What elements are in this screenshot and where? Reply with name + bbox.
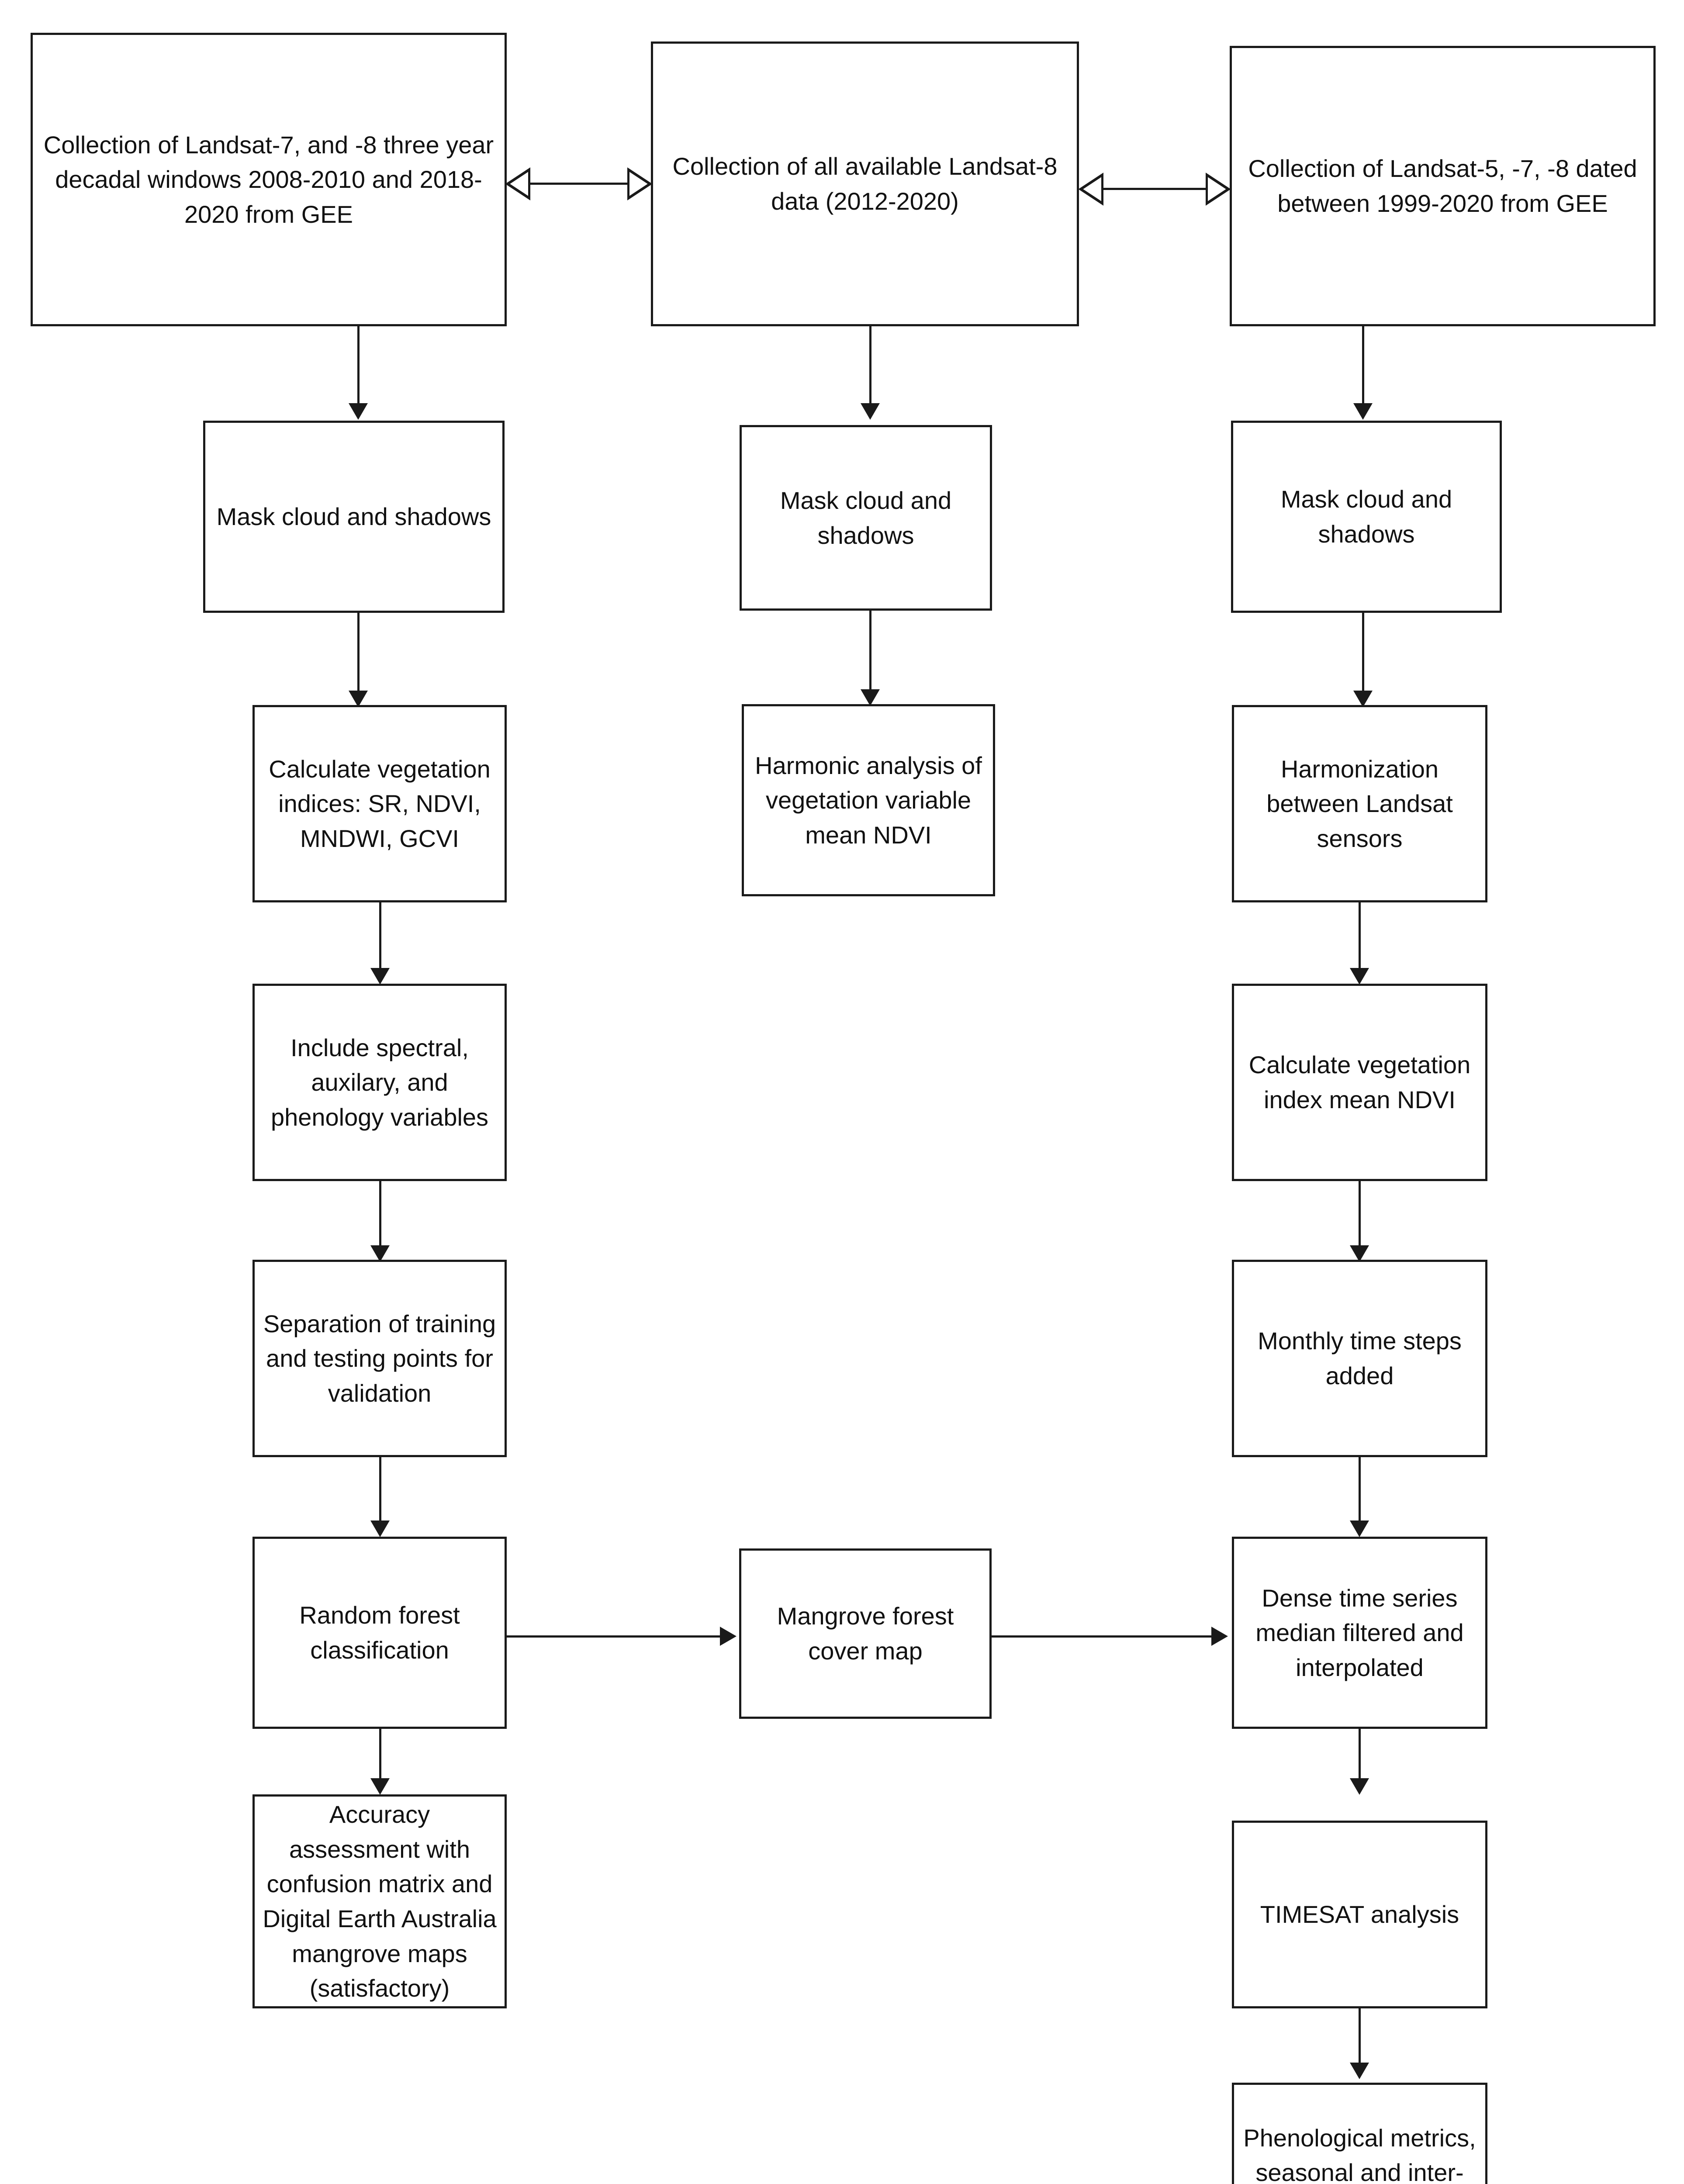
edge-variables-to-separation-head xyxy=(370,1245,390,1262)
edge-midcoll-to-midmask-line xyxy=(869,326,871,405)
edge-middle-to-right-head xyxy=(1206,172,1230,206)
edge-rightcoll-to-rightmask-head xyxy=(1353,403,1373,420)
edge-right-to-middle-head xyxy=(1079,172,1103,206)
node-left-random-forest[interactable]: Random forest classification xyxy=(252,1537,507,1729)
edge-leftmask-to-indices-line xyxy=(357,613,360,692)
edge-randomforest-to-accuracy-head xyxy=(370,1778,390,1795)
node-right-monthly[interactable]: Monthly time steps added xyxy=(1232,1260,1487,1457)
edge-middle-to-left-line xyxy=(524,183,634,185)
node-right-dense-series[interactable]: Dense time series median filtered and in… xyxy=(1232,1537,1487,1729)
edge-midmask-to-harmonic-head xyxy=(861,689,880,706)
node-left-separation-label: Separation of training and testing point… xyxy=(263,1310,496,1407)
edge-separation-to-randomforest-head xyxy=(370,1521,390,1537)
node-right-phenological-label: Phenological metrics, seasonal and inter… xyxy=(1243,2124,1476,2184)
node-right-timesat[interactable]: TIMESAT analysis xyxy=(1232,1821,1487,2008)
node-right-monthly-label: Monthly time steps added xyxy=(1258,1327,1462,1389)
node-left-mask[interactable]: Mask cloud and shadows xyxy=(203,421,505,613)
node-left-indices-label: Calculate vegetation indices: SR, NDVI, … xyxy=(269,755,491,852)
edge-separation-to-randomforest-line xyxy=(379,1457,381,1523)
node-left-collection[interactable]: Collection of Landsat-7, and -8 three ye… xyxy=(31,33,507,326)
node-left-indices[interactable]: Calculate vegetation indices: SR, NDVI, … xyxy=(252,705,507,902)
edge-randomforest-to-covermap-line xyxy=(507,1635,721,1638)
node-middle-harmonic-label: Harmonic analysis of vegetation variable… xyxy=(755,751,982,849)
node-right-index-ndvi[interactable]: Calculate vegetation index mean NDVI xyxy=(1232,984,1487,1181)
edge-indexndvi-to-monthly-line xyxy=(1359,1181,1361,1248)
node-left-separation[interactable]: Separation of training and testing point… xyxy=(252,1260,507,1457)
edge-leftcoll-to-leftmask-head xyxy=(349,403,368,420)
edge-covermap-to-dense-line xyxy=(992,1635,1212,1638)
edge-left-to-middle-head xyxy=(627,167,652,201)
node-right-mask[interactable]: Mask cloud and shadows xyxy=(1231,421,1502,613)
node-right-index-ndvi-label: Calculate vegetation index mean NDVI xyxy=(1248,1051,1471,1113)
node-right-phenological[interactable]: Phenological metrics, seasonal and inter… xyxy=(1232,2083,1487,2184)
edge-dense-to-timesat-line xyxy=(1359,1729,1361,1780)
edge-right-to-middle-line xyxy=(1097,188,1212,190)
node-right-dense-series-label: Dense time series median filtered and in… xyxy=(1255,1584,1464,1681)
edge-middle-to-left-head xyxy=(506,167,530,201)
edge-randomforest-to-covermap-head xyxy=(720,1627,737,1646)
node-middle-mask[interactable]: Mask cloud and shadows xyxy=(740,425,992,611)
node-middle-harmonic[interactable]: Harmonic analysis of vegetation variable… xyxy=(742,704,995,896)
edge-indices-to-variables-head xyxy=(370,968,390,985)
edge-rightcoll-to-rightmask-line xyxy=(1362,326,1364,405)
edge-variables-to-separation-line xyxy=(379,1181,381,1248)
node-left-collection-label: Collection of Landsat-7, and -8 three ye… xyxy=(43,131,494,228)
edge-covermap-to-dense-head xyxy=(1211,1627,1228,1646)
edge-leftcoll-to-leftmask-line xyxy=(357,326,360,405)
node-left-accuracy[interactable]: Accuracy assessment with confusion matri… xyxy=(252,1794,507,2008)
edge-leftmask-to-indices-head xyxy=(349,691,368,707)
node-right-timesat-label: TIMESAT analysis xyxy=(1260,1901,1459,1928)
node-right-mask-label: Mask cloud and shadows xyxy=(1280,485,1452,548)
node-middle-mask-label: Mask cloud and shadows xyxy=(780,486,952,549)
edge-randomforest-to-accuracy-line xyxy=(379,1729,381,1780)
edge-indices-to-variables-line xyxy=(379,902,381,970)
node-middle-cover-map-label: Mangrove forest cover map xyxy=(777,1602,954,1665)
node-middle-cover-map[interactable]: Mangrove forest cover map xyxy=(739,1548,992,1719)
node-left-variables[interactable]: Include spectral, auxilary, and phenolog… xyxy=(252,984,507,1181)
node-right-harmonization[interactable]: Harmonization between Landsat sensors xyxy=(1232,705,1487,902)
edge-monthly-to-dense-line xyxy=(1359,1457,1361,1523)
node-left-variables-label: Include spectral, auxilary, and phenolog… xyxy=(270,1033,489,1131)
node-left-accuracy-label: Accuracy assessment with confusion matri… xyxy=(263,1800,497,2002)
edge-harmonization-to-indexndvi-head xyxy=(1350,968,1369,985)
node-right-collection[interactable]: Collection of Landsat-5, -7, -8 dated be… xyxy=(1230,46,1656,326)
node-right-collection-label: Collection of Landsat-5, -7, -8 dated be… xyxy=(1248,155,1637,217)
node-middle-collection-label: Collection of all available Landsat-8 da… xyxy=(672,152,1058,215)
node-left-random-forest-label: Random forest classification xyxy=(299,1601,460,1664)
edge-rightmask-to-harmonization-line xyxy=(1362,613,1364,692)
node-middle-collection[interactable]: Collection of all available Landsat-8 da… xyxy=(651,41,1079,326)
edge-harmonization-to-indexndvi-line xyxy=(1359,902,1361,970)
edge-timesat-to-phenological-head xyxy=(1350,2063,1369,2079)
edge-midcoll-to-midmask-head xyxy=(861,403,880,420)
edge-midmask-to-harmonic-line xyxy=(869,611,871,691)
edge-dense-to-timesat-head xyxy=(1350,1778,1369,1795)
edge-timesat-to-phenological-line xyxy=(1359,2008,1361,2064)
node-left-mask-label: Mask cloud and shadows xyxy=(216,503,491,531)
edge-indexndvi-to-monthly-head xyxy=(1350,1245,1369,1262)
node-right-harmonization-label: Harmonization between Landsat sensors xyxy=(1266,755,1453,852)
edge-rightmask-to-harmonization-head xyxy=(1353,691,1373,707)
edge-monthly-to-dense-head xyxy=(1350,1521,1369,1537)
